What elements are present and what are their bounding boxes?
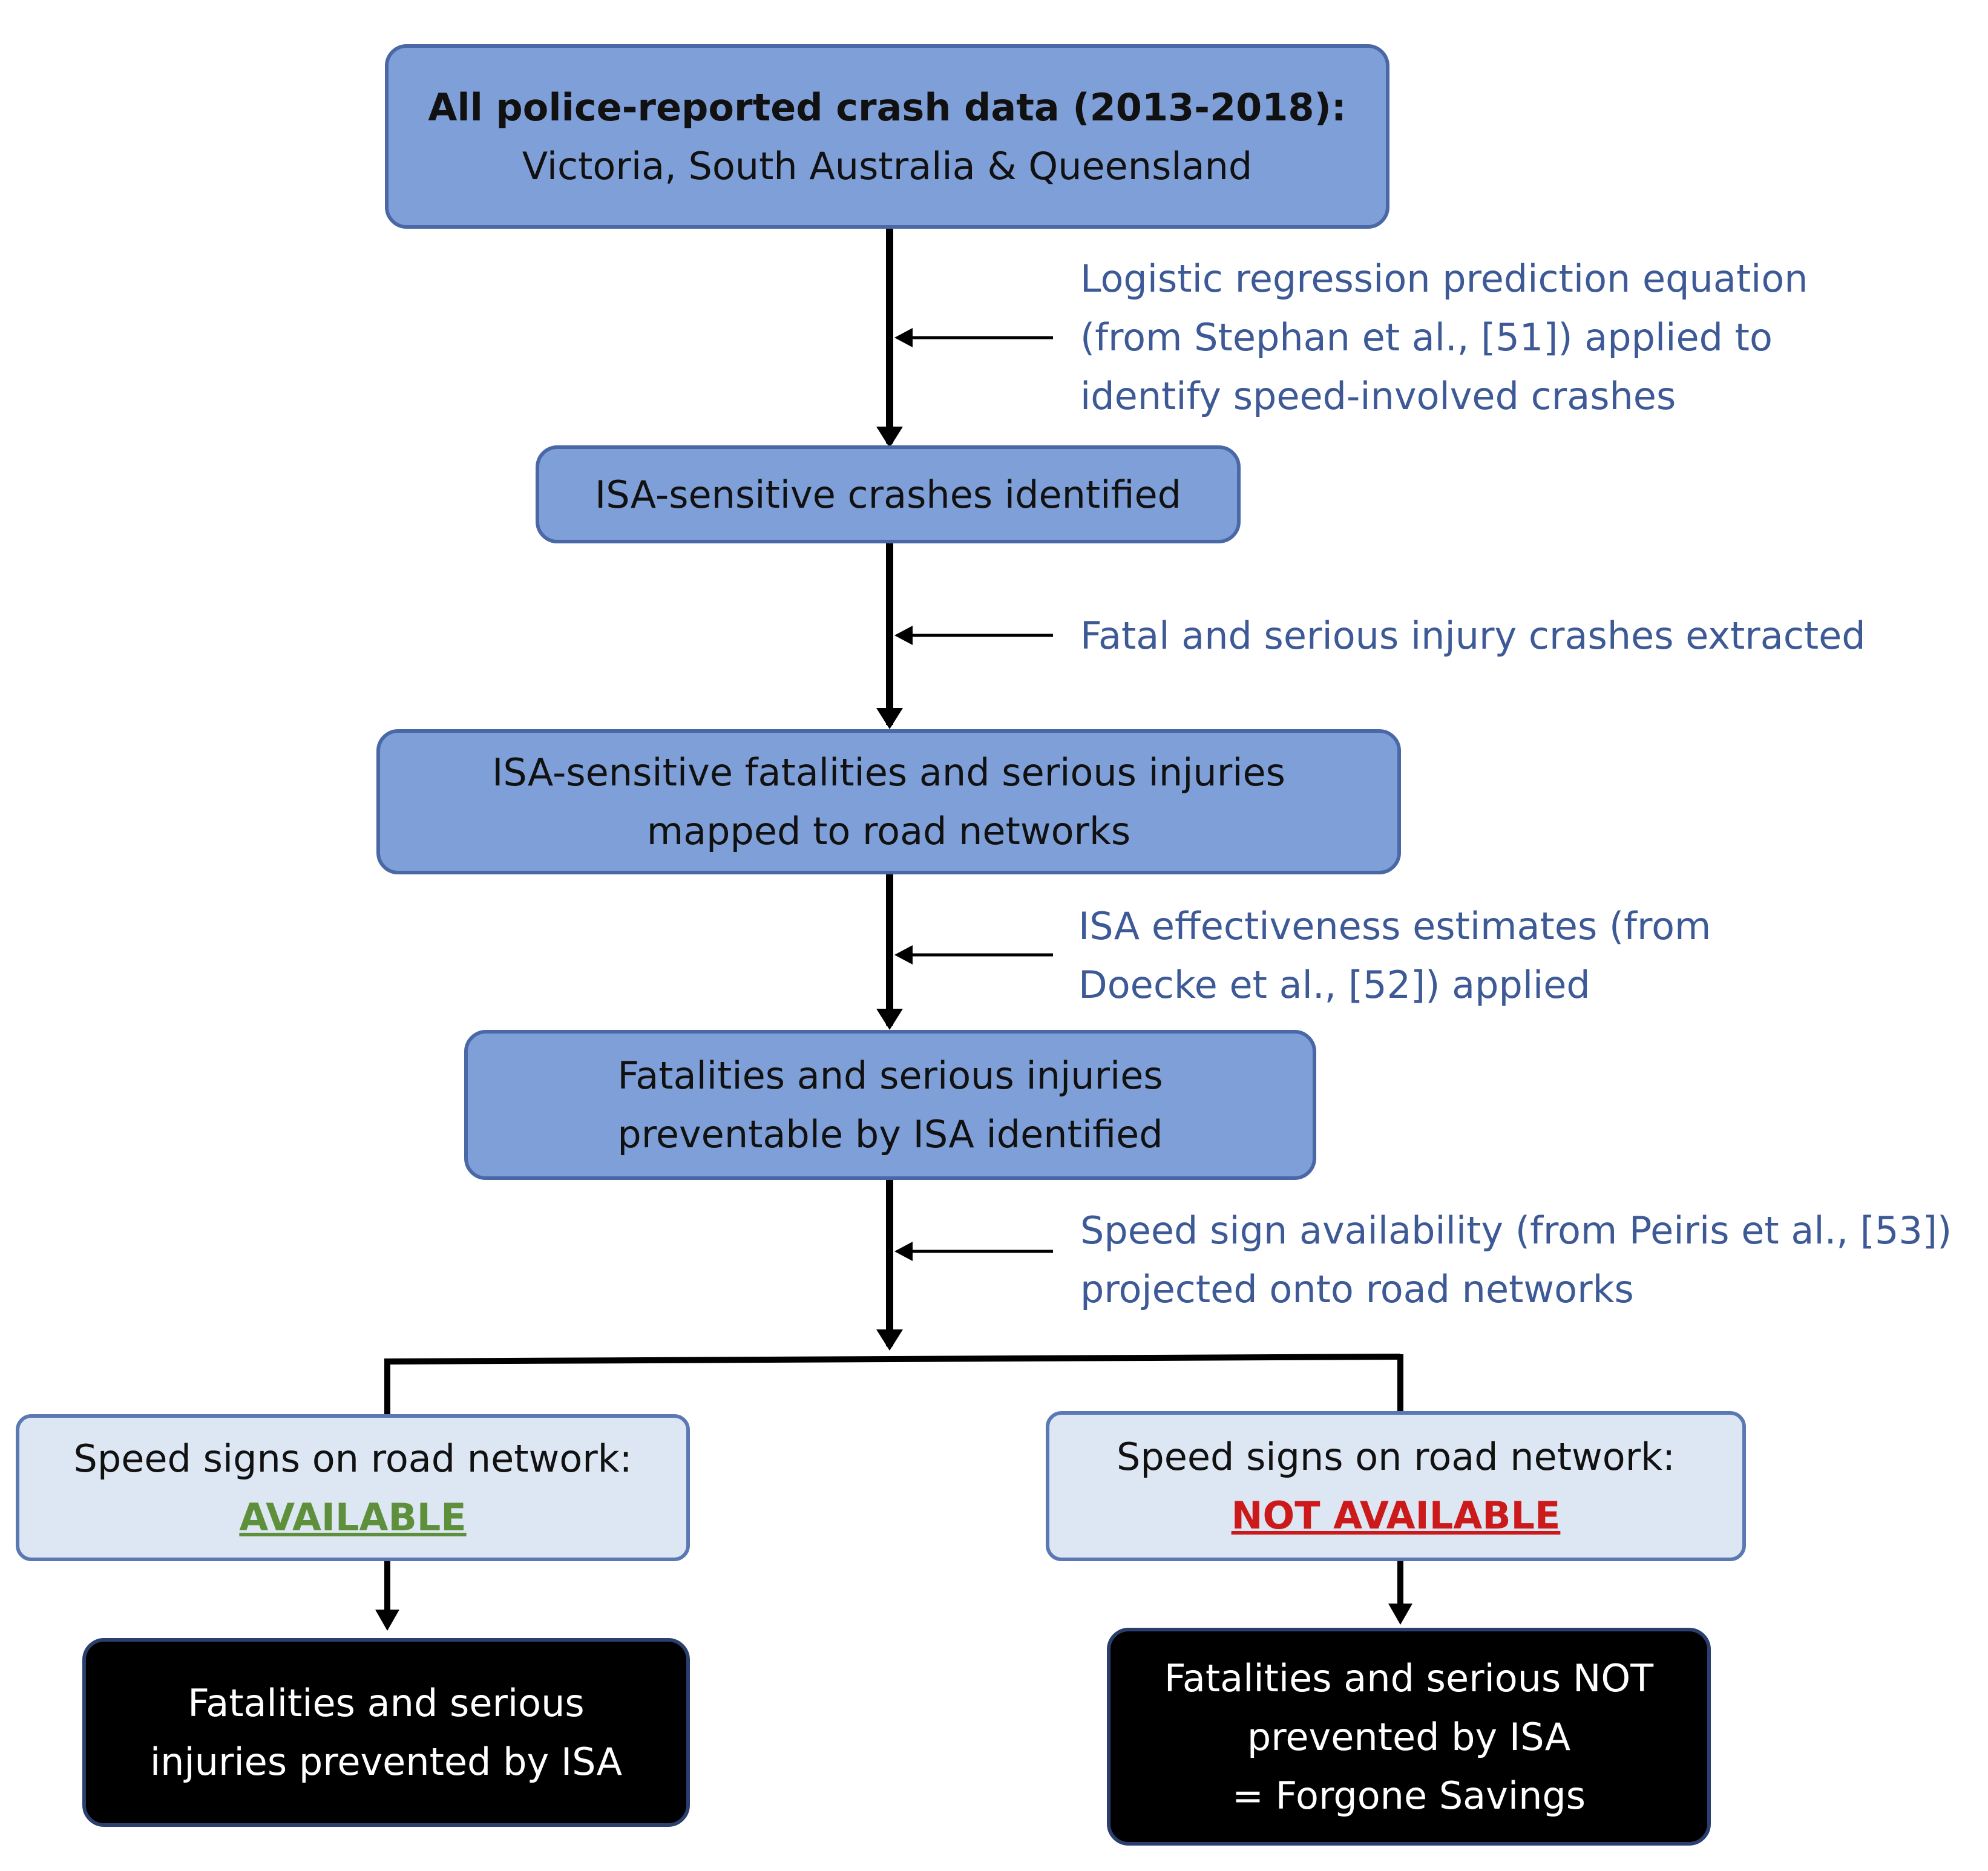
note-arrow-extracted xyxy=(894,626,1053,645)
isa-sensitive-label: ISA-sensitive crashes identified xyxy=(595,472,1181,517)
note-signs-line1: Speed sign availability (from Peiris et … xyxy=(1080,1208,1952,1253)
isa-sensitive-box: ISA-sensitive crashes identified xyxy=(536,445,1241,543)
signs-not-available-box: Speed signs on road network: NOT AVAILAB… xyxy=(1046,1411,1746,1561)
preventable-line2: preventable by ISA identified xyxy=(617,1112,1163,1156)
not-prevented-line2: prevented by ISA xyxy=(1247,1714,1571,1759)
note-arrow-logistic xyxy=(894,328,1053,347)
mapped-line1: ISA-sensitive fatalities and serious inj… xyxy=(492,750,1285,795)
signs-available-label: Speed signs on road network: xyxy=(73,1436,632,1481)
note-logistic-line1: Logistic regression prediction equation xyxy=(1080,257,1808,301)
note-logistic-line3: identify speed-involved crashes xyxy=(1080,374,1676,418)
note-crashes-extracted: Fatal and serious injury crashes extract… xyxy=(1080,606,1866,665)
mapped-box: ISA-sensitive fatalities and serious inj… xyxy=(376,729,1401,874)
flow-arrow-3 xyxy=(876,874,903,1030)
status-available: AVAILABLE xyxy=(239,1495,467,1539)
mapped-line2: mapped to road networks xyxy=(646,809,1131,853)
note-extracted-line1: Fatal and serious injury crashes extract… xyxy=(1080,614,1866,658)
note-effectiveness-line2: Doecke et al., [52]) applied xyxy=(1078,963,1590,1007)
note-speed-signs: Speed sign availability (from Peiris et … xyxy=(1080,1201,1952,1319)
note-arrow-effectiveness xyxy=(894,945,1053,965)
crash-data-title: All police-reported crash data (2013-201… xyxy=(428,85,1347,129)
not-prevented-line3: = Forgone Savings xyxy=(1232,1773,1586,1818)
prevented-line2: injuries prevented by ISA xyxy=(149,1740,623,1784)
note-effectiveness-line1: ISA effectiveness estimates (from xyxy=(1078,904,1711,948)
crash-data-box: All police-reported crash data (2013-201… xyxy=(385,44,1389,229)
arrow-to-prevented xyxy=(375,1560,399,1631)
signs-not-available-label: Speed signs on road network: xyxy=(1117,1435,1675,1479)
flow-arrow-4 xyxy=(876,1180,903,1351)
prevented-box: Fatalities and serious injuries prevente… xyxy=(82,1638,690,1827)
note-arrow-signs xyxy=(894,1242,1053,1261)
note-signs-line2: projected onto road networks xyxy=(1080,1267,1634,1311)
note-effectiveness: ISA effectiveness estimates (from Doecke… xyxy=(1078,897,1711,1014)
flow-arrow-1 xyxy=(876,229,903,448)
arrow-to-not-prevented xyxy=(1388,1560,1412,1625)
not-prevented-box: Fatalities and serious NOT prevented by … xyxy=(1107,1628,1711,1846)
split-connector xyxy=(384,1354,1403,1416)
not-prevented-line1: Fatalities and serious NOT xyxy=(1164,1656,1654,1700)
note-logistic-line2: (from Stephan et al., [51]) applied to xyxy=(1080,315,1773,359)
prevented-line1: Fatalities and serious xyxy=(188,1681,585,1725)
flow-arrow-2 xyxy=(876,542,903,729)
signs-available-box: Speed signs on road network: AVAILABLE xyxy=(16,1414,690,1561)
status-not-available: NOT AVAILABLE xyxy=(1231,1493,1561,1538)
note-logistic-regression: Logistic regression prediction equation … xyxy=(1080,249,1808,425)
preventable-box: Fatalities and serious injuries preventa… xyxy=(464,1030,1316,1180)
preventable-line1: Fatalities and serious injuries xyxy=(617,1053,1163,1098)
crash-data-regions: Victoria, South Australia & Queensland xyxy=(522,143,1253,188)
